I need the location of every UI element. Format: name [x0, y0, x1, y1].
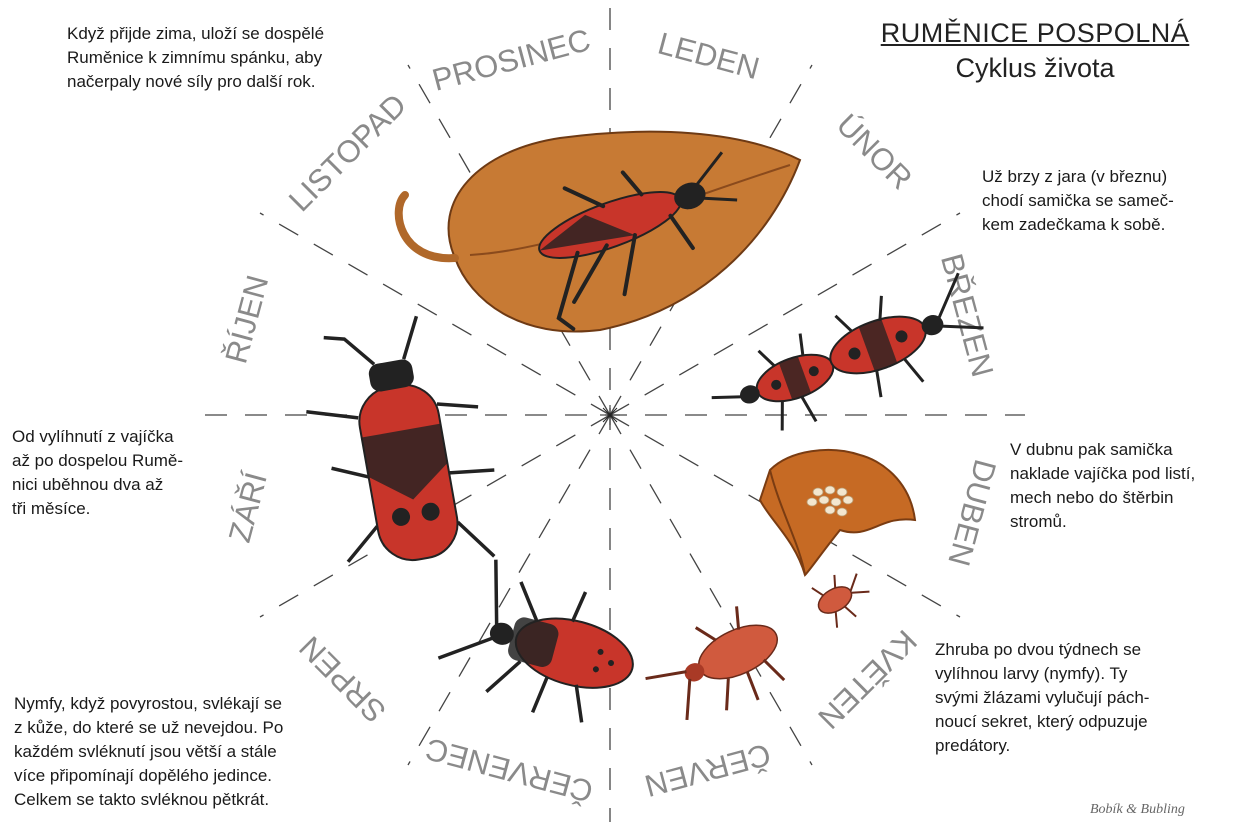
note-hatch: Zhruba po dvou týdnech se vylíhnou larvy…	[935, 638, 1203, 758]
month-cervenec: ČERVENEC	[422, 731, 597, 809]
month-cerven: ČERVEN	[641, 737, 774, 804]
month-duben: DUBEN	[941, 456, 1003, 570]
winter-leaf-illustration	[399, 132, 800, 333]
month-kveten: KVĚTEN	[811, 623, 923, 735]
eggs-leaf-illustration	[760, 450, 915, 575]
month-zari: ZÁŘÍ	[222, 468, 274, 546]
large-nymph-illustration	[431, 552, 650, 734]
small-nymph-illustration	[808, 564, 877, 631]
title-block: RUMĚNICE POSPOLNÁ Cyklus života	[870, 18, 1200, 84]
month-rijen: ŘÍJEN	[218, 271, 275, 367]
diagram-title: RUMĚNICE POSPOLNÁ	[870, 18, 1200, 49]
month-prosinec: PROSINEC	[429, 22, 594, 98]
author-credit: Bobík & Bubling	[1090, 802, 1185, 818]
adult-bug-illustration	[293, 308, 509, 585]
month-leden: LEDEN	[654, 26, 763, 87]
note-spring: Už brzy z jara (v březnu) chodí samička …	[982, 165, 1174, 237]
month-brezen: BŘEZEN	[934, 250, 1000, 381]
month-unor: ÚNOR	[830, 107, 919, 196]
diagram-subtitle: Cyklus života	[870, 53, 1200, 84]
month-listopad: LISTOPAD	[282, 87, 413, 218]
mating-pair-illustration	[701, 267, 993, 452]
medium-nymph-illustration	[634, 596, 798, 739]
note-april: V dubnu pak samička naklade vajíčka pod …	[1010, 438, 1222, 534]
note-winter: Když přijde zima, uloží se dospělé Ruměn…	[67, 22, 324, 94]
center-star	[600, 405, 620, 425]
note-molt: Nymfy, když povyrostou, svlékají se z ků…	[14, 692, 332, 812]
note-growth: Od vylíhnutí z vajíčka až po dospelou Ru…	[12, 425, 208, 521]
